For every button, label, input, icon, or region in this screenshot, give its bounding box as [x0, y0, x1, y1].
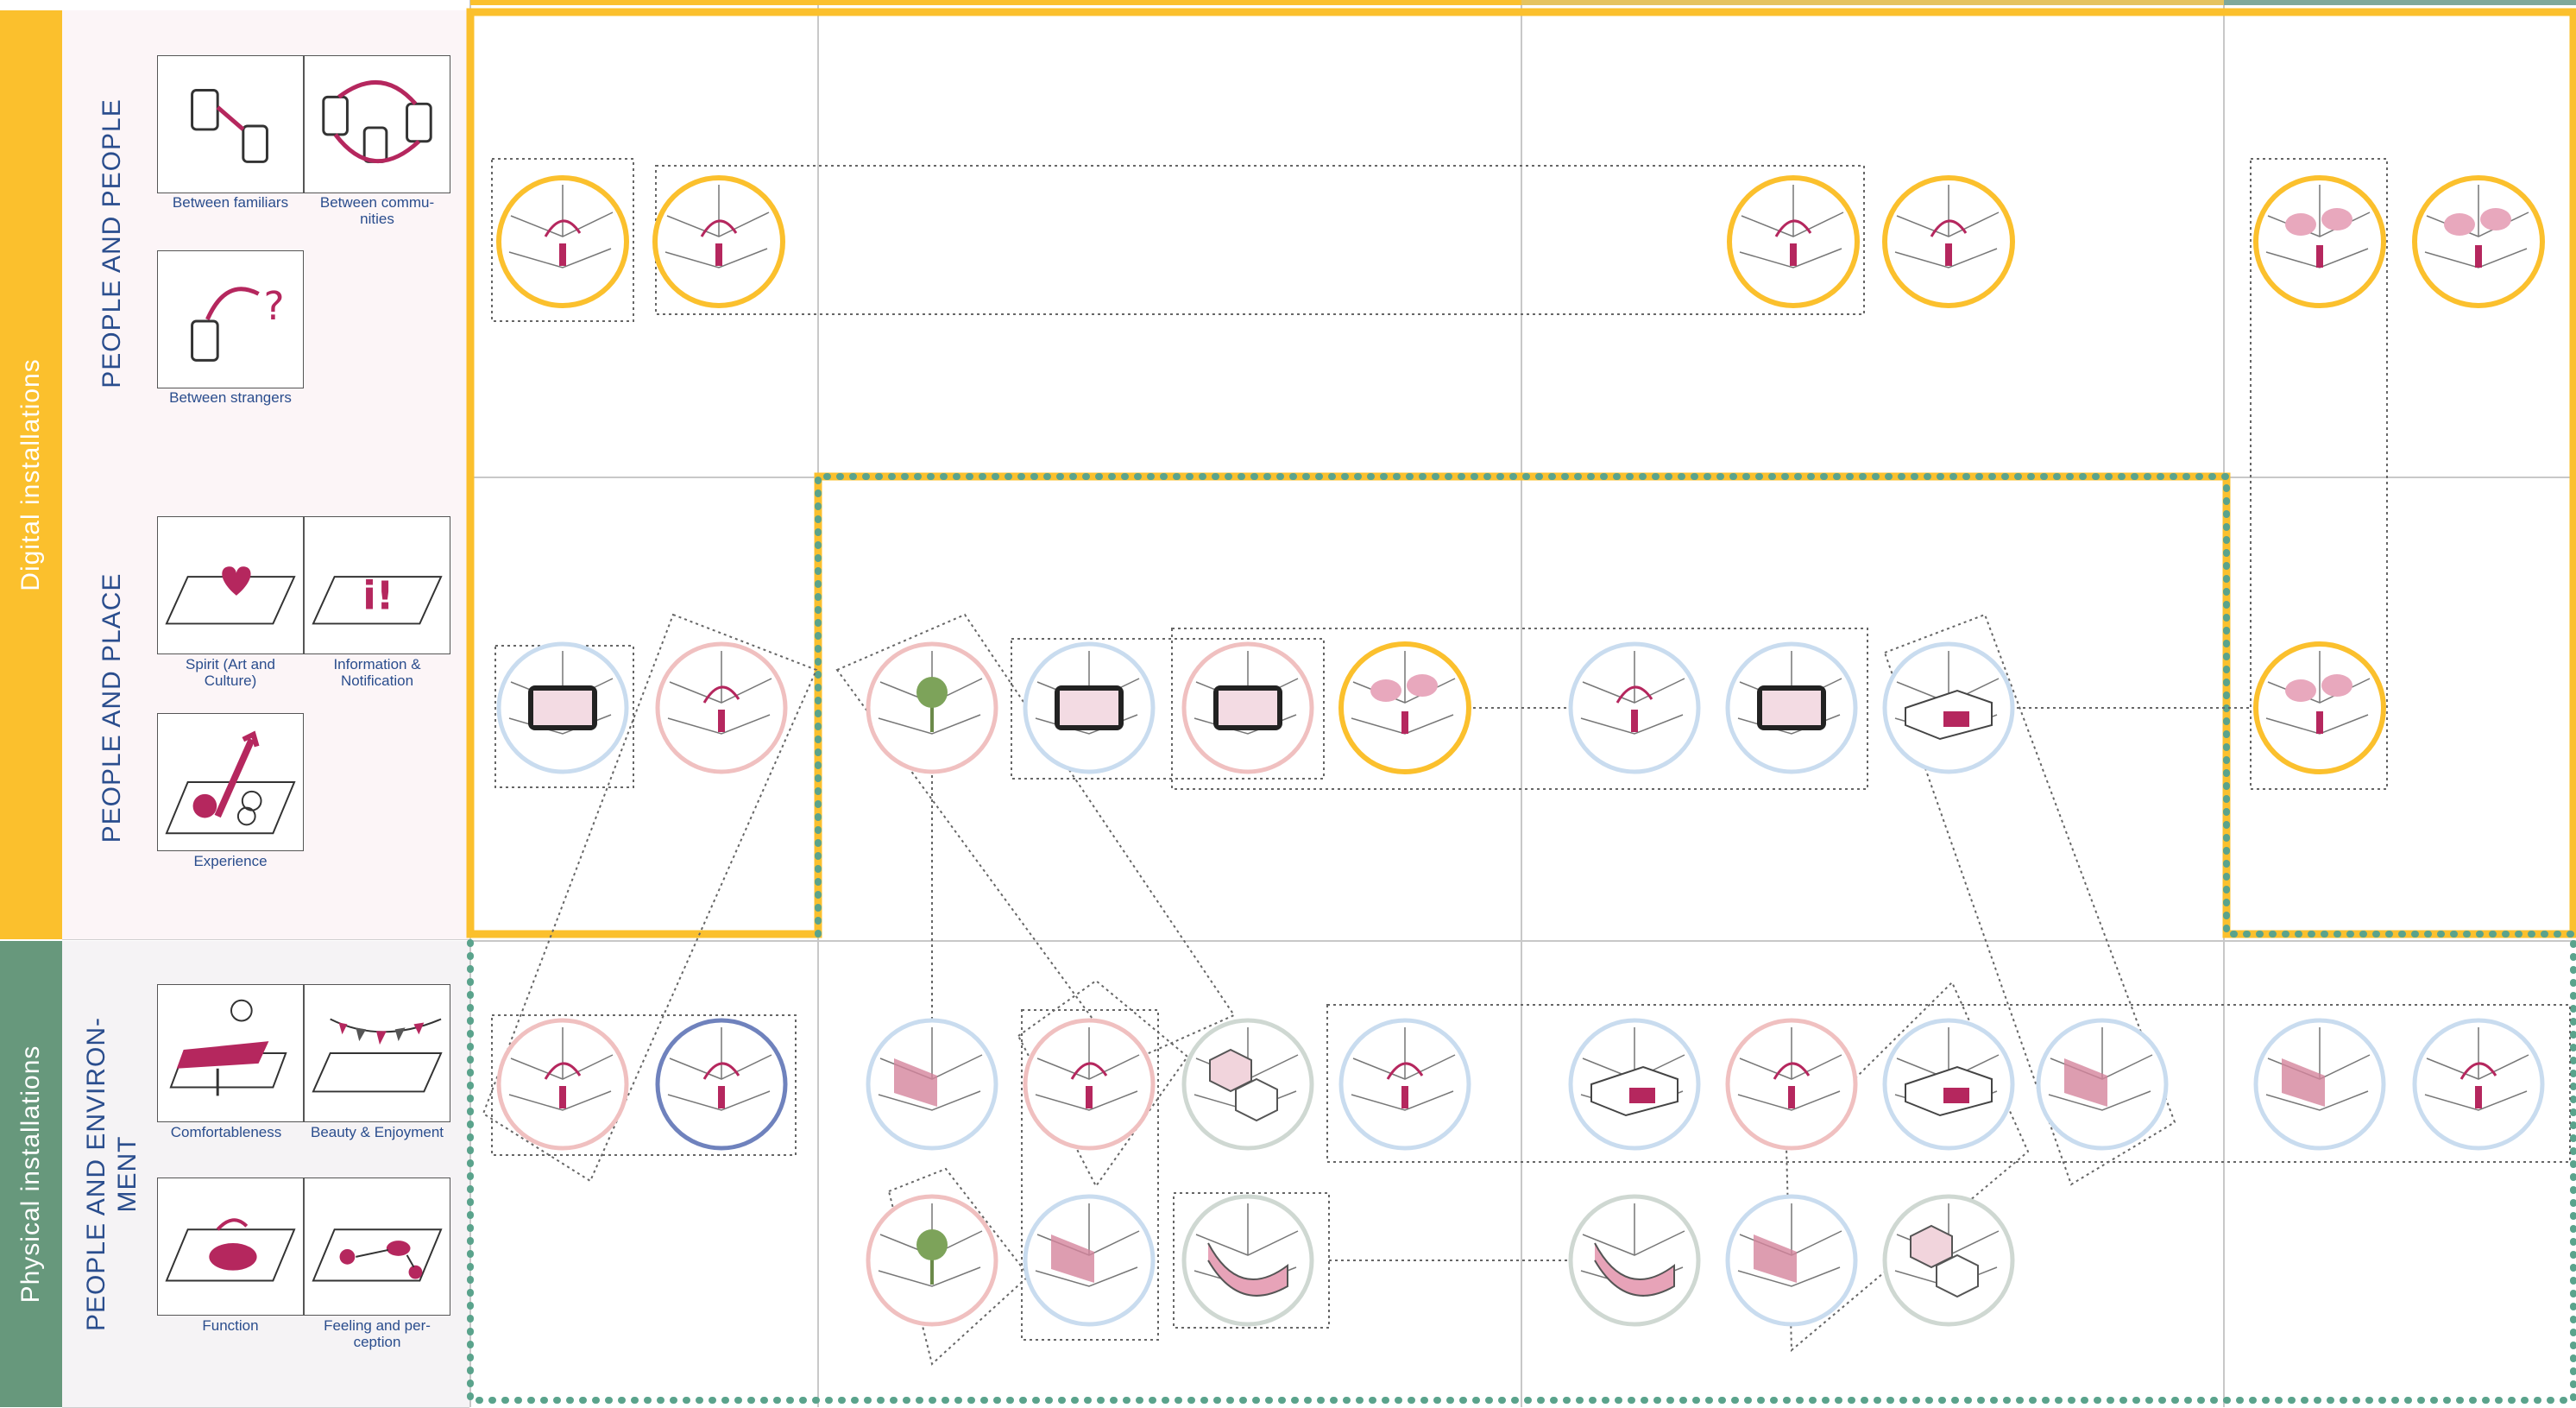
installation-thumbnail — [868, 1020, 996, 1148]
installation-thumbnail — [1885, 178, 2012, 306]
top-strip-mixed — [1521, 0, 2224, 5]
installation-thumbnail — [1571, 1020, 1698, 1148]
installation-thumbnail — [1341, 644, 1469, 772]
installation-thumbnail — [2256, 644, 2384, 772]
installation-thumbnail — [1184, 644, 1312, 772]
installation-thumbnail — [2415, 178, 2542, 306]
top-strip-digital — [470, 0, 1521, 5]
installation-thumbnail — [658, 1020, 785, 1148]
installation-thumbnail — [1728, 644, 1855, 772]
dotted-connectors — [483, 152, 2570, 1364]
installation-thumbnail — [1885, 644, 2012, 772]
installation-thumbnail — [499, 644, 627, 772]
installation-thumbnail — [1728, 1196, 1855, 1324]
installation-thumbnail — [499, 178, 627, 306]
installation-thumbnail — [1885, 1020, 2012, 1148]
installation-thumbnail — [868, 1196, 996, 1324]
installation-thumbnail — [499, 1020, 627, 1148]
installation-thumbnail — [2256, 178, 2384, 306]
installation-thumbnail — [2256, 1020, 2384, 1148]
installation-thumbnail — [1571, 1196, 1698, 1324]
installation-thumbnail — [1341, 1020, 1469, 1148]
installation-thumbnail — [1184, 1196, 1312, 1324]
installation-thumbnail — [1571, 644, 1698, 772]
installation-thumbnail — [1025, 644, 1153, 772]
installation-thumbnail — [2038, 1020, 2166, 1148]
installation-thumbnail — [1729, 178, 1857, 306]
installation-thumbnail — [1184, 1020, 1312, 1148]
installation-thumbnail — [658, 644, 785, 772]
installation-thumbnail — [1025, 1020, 1153, 1148]
installation-thumbnail — [1025, 1196, 1153, 1324]
top-strip-physical — [2224, 0, 2576, 5]
installation-thumbnail — [1728, 1020, 1855, 1148]
installation-thumbnail — [868, 644, 996, 772]
installation-thumbnail — [655, 178, 783, 306]
installation-thumbnail — [2415, 1020, 2542, 1148]
installation-thumbnail — [1885, 1196, 2012, 1324]
